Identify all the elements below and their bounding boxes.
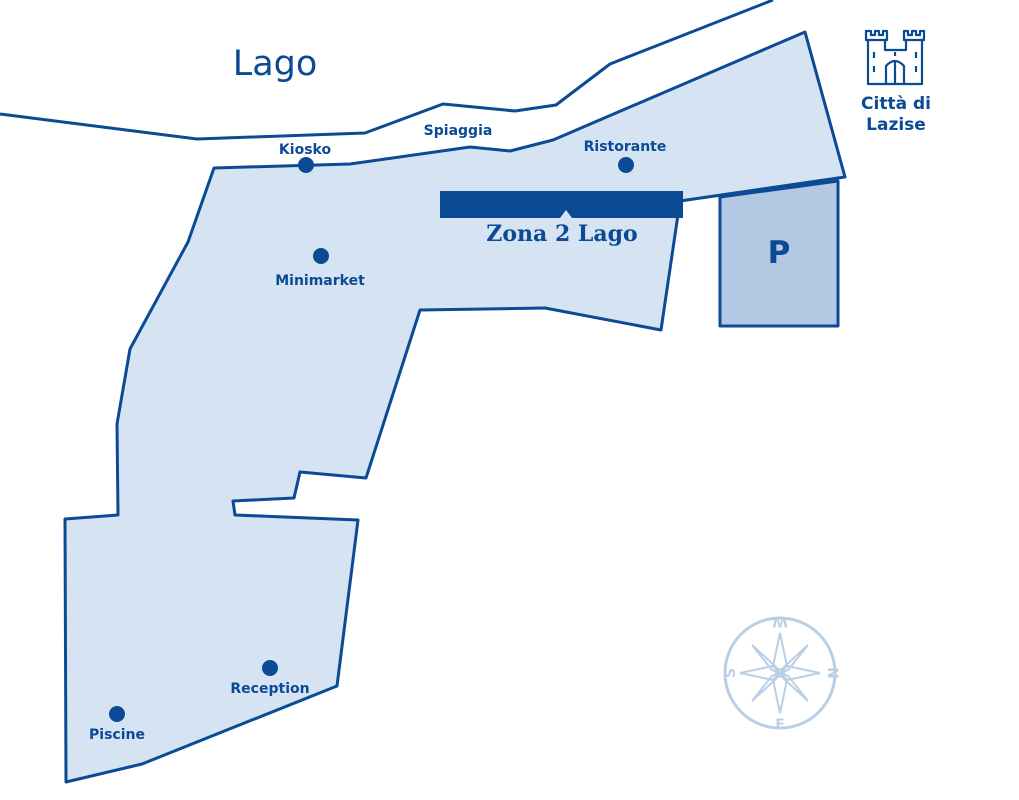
poi-kiosko[interactable]: Kiosko (279, 142, 332, 173)
zone-banner-notch (560, 210, 572, 218)
poi-label: Piscine (89, 727, 145, 743)
castle-icon (864, 29, 926, 86)
parking-label: P (768, 235, 791, 271)
location-dot-icon (618, 157, 634, 173)
compass-north: N (824, 667, 840, 679)
location-dot-icon (262, 660, 278, 676)
zone-banner (440, 191, 683, 218)
compass-south: S (723, 668, 739, 678)
lake-label: Lago (233, 44, 318, 84)
compass-west: W (772, 613, 787, 629)
compass-rose-icon (723, 616, 837, 730)
poi-reception[interactable]: Reception (230, 660, 310, 697)
location-dot-icon (313, 248, 329, 264)
poi-minimarket[interactable]: Minimarket (275, 248, 365, 289)
beach-label: Spiaggia (424, 123, 493, 139)
poi-label: Minimarket (275, 273, 365, 289)
parking-area[interactable] (718, 179, 840, 328)
poi-label: Reception (230, 681, 309, 697)
poi-label: Kiosko (279, 142, 332, 158)
location-dot-icon (109, 706, 125, 722)
poi-label: Ristorante (584, 139, 667, 155)
shoreline (0, 0, 774, 141)
compass-east: E (775, 717, 785, 733)
poi-piscine[interactable]: Piscine (89, 706, 145, 743)
city-label-line2: Lazise (866, 115, 926, 135)
city-label-line1: Città di (861, 94, 931, 114)
campsite-area[interactable] (63, 30, 847, 784)
poi-ristorante[interactable]: Ristorante (584, 139, 667, 173)
zone-label: Zona 2 Lago (486, 221, 637, 247)
location-dot-icon (298, 157, 314, 173)
